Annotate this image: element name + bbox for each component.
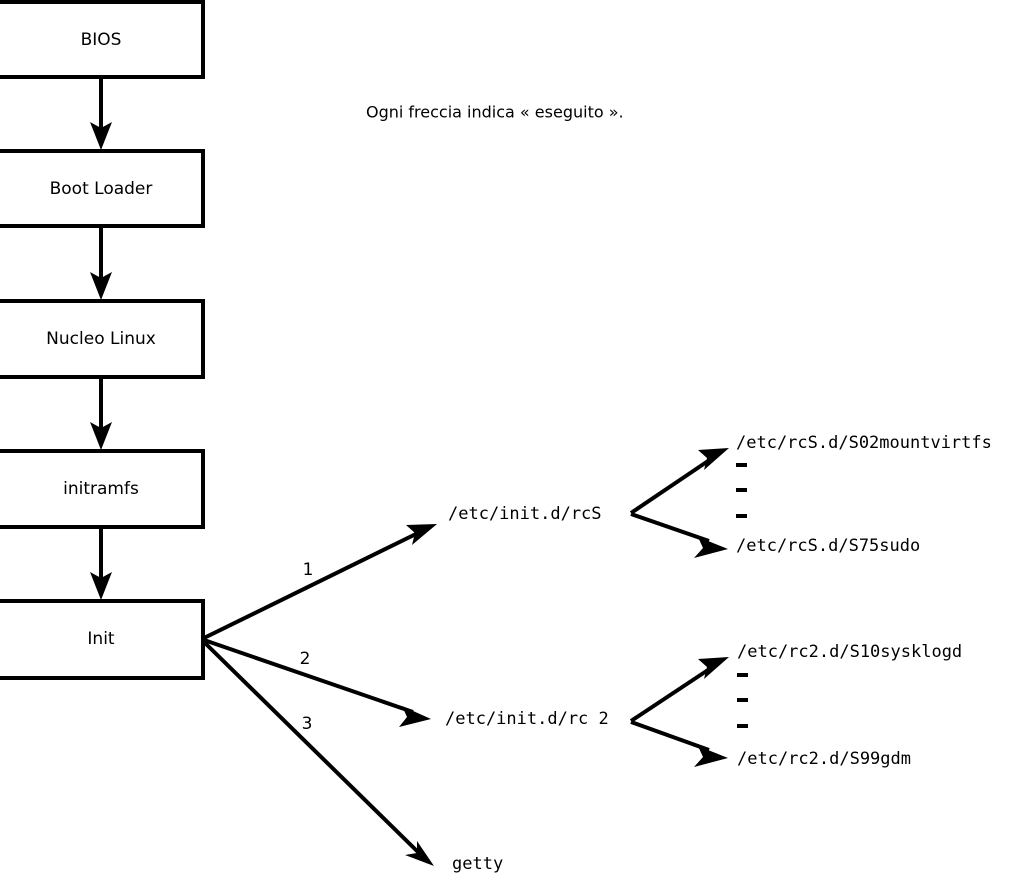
arrow-init-branch-2 — [203, 638, 431, 727]
arrowhead-icon — [406, 524, 437, 545]
branch-number-2: 2 — [300, 649, 311, 669]
arrowhead-icon — [694, 746, 728, 767]
boot-loader-label: Boot Loader — [50, 179, 153, 199]
arrow-rcs-to-last-script — [630, 512, 728, 558]
bios-label: BIOS — [81, 30, 122, 50]
arrowhead-icon — [698, 657, 729, 679]
initramfs-box — [0, 449, 205, 529]
arrowhead-icon — [698, 448, 729, 470]
initramfs-label: initramfs — [63, 479, 139, 499]
branch-number-1: 1 — [303, 560, 314, 580]
rc2-script-first: /etc/rc2.d/S10sysklogd — [737, 642, 962, 662]
arrow-init-branch-3 — [202, 640, 434, 866]
arrowhead-icon — [694, 537, 728, 558]
rc2-script-last: /etc/rc2.d/S99gdm — [737, 749, 911, 769]
node-bios: BIOS — [0, 0, 205, 79]
boot-loader-box — [0, 149, 205, 228]
node-boot-loader: Boot Loader — [0, 149, 205, 228]
arrow-init-branch-1 — [203, 524, 437, 640]
arrow-bios-to-boot-loader — [90, 77, 112, 150]
node-initramfs: initramfs — [0, 449, 205, 529]
branch-label-rc2: /etc/init.d/rc 2 — [445, 709, 609, 729]
bios-box — [0, 0, 205, 79]
nucleo-linux-box — [0, 299, 205, 379]
rcs-script-first: /etc/rcS.d/S02mountvirtfs — [736, 433, 992, 453]
diagram-caption: Ogni freccia indica « eseguito ». — [366, 103, 624, 122]
node-nucleo-linux: Nucleo Linux — [0, 299, 205, 379]
arrow-rc2-to-first-script — [629, 657, 729, 723]
node-init: Init — [0, 599, 205, 680]
branch-label-rcs: /etc/init.d/rcS — [448, 504, 602, 524]
arrowhead-icon — [399, 706, 431, 727]
arrow-rcs-to-first-script — [629, 448, 729, 515]
arrow-nucleo-to-initramfs — [90, 377, 112, 450]
rcs-script-last: /etc/rcS.d/S75sudo — [736, 536, 920, 556]
arrow-boot-loader-to-nucleo — [90, 226, 112, 300]
branch-number-3: 3 — [302, 714, 313, 734]
nucleo-linux-label: Nucleo Linux — [46, 329, 156, 349]
arrowhead-icon — [90, 422, 112, 450]
arrow-initramfs-to-init — [90, 527, 112, 600]
arrowhead-icon — [90, 122, 112, 150]
arrowhead-icon — [90, 572, 112, 600]
branch-label-getty: getty — [452, 854, 503, 874]
arrow-rc2-to-last-script — [630, 720, 728, 767]
init-box — [0, 599, 205, 680]
arrowhead-icon — [90, 272, 112, 300]
init-label: Init — [87, 629, 115, 649]
arrowhead-icon — [405, 841, 434, 866]
